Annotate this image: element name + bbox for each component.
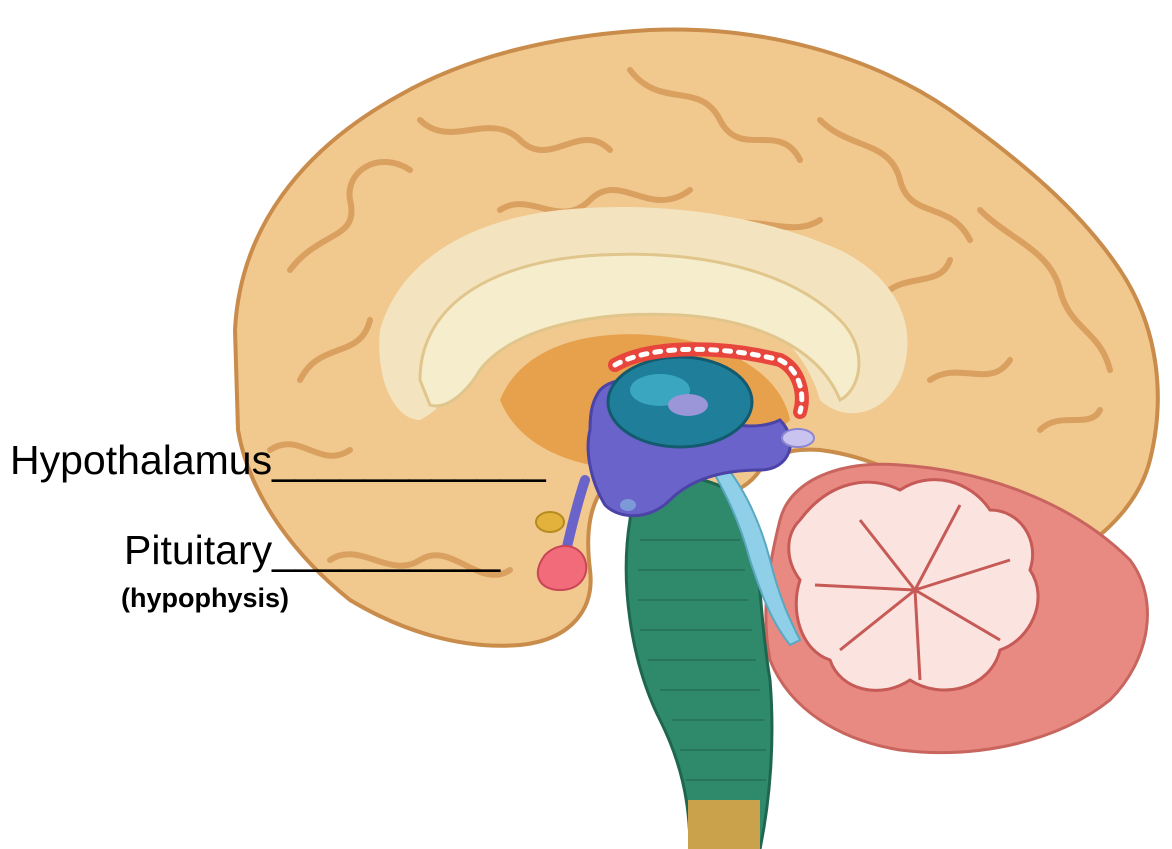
- pituitary-label: Pituitary__________: [124, 530, 500, 571]
- hypothalamus-label: Hypothalamus____________: [10, 440, 546, 481]
- pineal-gland: [782, 429, 814, 447]
- mammillary-body: [620, 499, 636, 511]
- spinal-cord: [688, 800, 760, 849]
- optic-chiasm: [536, 512, 564, 532]
- hypophysis-label: (hypophysis): [121, 585, 289, 612]
- interthalamic-adhesion: [668, 394, 708, 416]
